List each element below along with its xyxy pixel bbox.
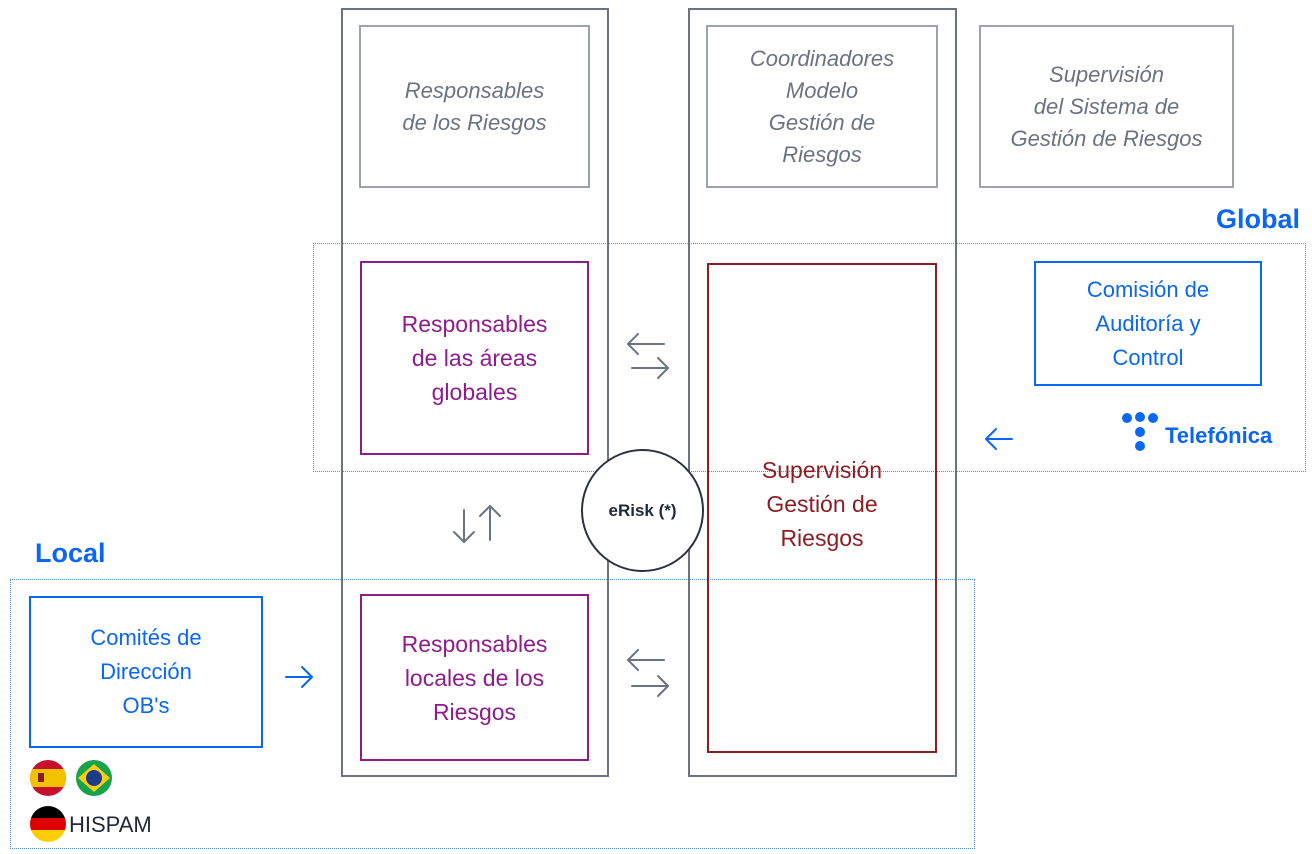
coordinadores-label: Coordinadores Modelo Gestión de Riesgos	[749, 45, 895, 167]
responsables-riesgos-label: Responsables de los Riesgos	[402, 77, 547, 135]
comision-label: Comisión de Auditoría y Control	[1086, 276, 1210, 370]
supervision-sistema-box: Supervisión del Sistema de Gestión de Ri…	[979, 25, 1234, 188]
erisk-label: eRisk (*)	[608, 500, 677, 520]
germany-flag-icon	[30, 806, 66, 842]
comites-label: Comités de Dirección OB's	[90, 625, 202, 718]
right-column	[688, 8, 957, 777]
arrow-left-icon	[985, 428, 1013, 450]
erisk-hub: eRisk (*)	[581, 449, 704, 572]
spain-flag-icon	[30, 760, 66, 796]
local-label: Local	[35, 538, 106, 568]
left-column	[341, 8, 609, 777]
arrow-right-icon	[285, 666, 313, 688]
areas-globales-label: Responsables de las áreas globales	[401, 311, 548, 405]
brazil-flag-icon	[76, 760, 112, 796]
comites-box: Comités de Dirección OB's	[29, 596, 263, 748]
responsables-riesgos-box: Responsables de los Riesgos	[359, 25, 590, 188]
global-region	[313, 243, 1306, 472]
telefonica-wordmark: Telefónica	[1165, 423, 1273, 448]
supervision-gestion-label: Supervisión Gestión de Riesgos	[761, 457, 883, 551]
local-region	[10, 579, 975, 849]
comision-box: Comisión de Auditoría y Control	[1034, 261, 1262, 386]
global-label: Global	[1215, 204, 1300, 234]
exchange-arrows-top-icon	[627, 333, 669, 379]
hispam-label: HISPAM	[69, 812, 152, 837]
areas-globales-box: Responsables de las áreas globales	[360, 261, 589, 455]
locales-label: Responsables locales de los Riesgos	[401, 630, 548, 725]
exchange-arrows-bottom-icon	[627, 649, 669, 697]
supervision-sistema-label: Supervisión del Sistema de Gestión de Ri…	[1010, 61, 1203, 151]
coordinadores-box: Coordinadores Modelo Gestión de Riesgos	[706, 25, 938, 188]
supervision-gestion-box: Supervisión Gestión de Riesgos	[707, 263, 937, 753]
vertical-exchange-arrows-icon	[453, 505, 501, 543]
locales-box: Responsables locales de los Riesgos	[360, 594, 589, 761]
telefonica-logo-icon	[1122, 412, 1158, 451]
